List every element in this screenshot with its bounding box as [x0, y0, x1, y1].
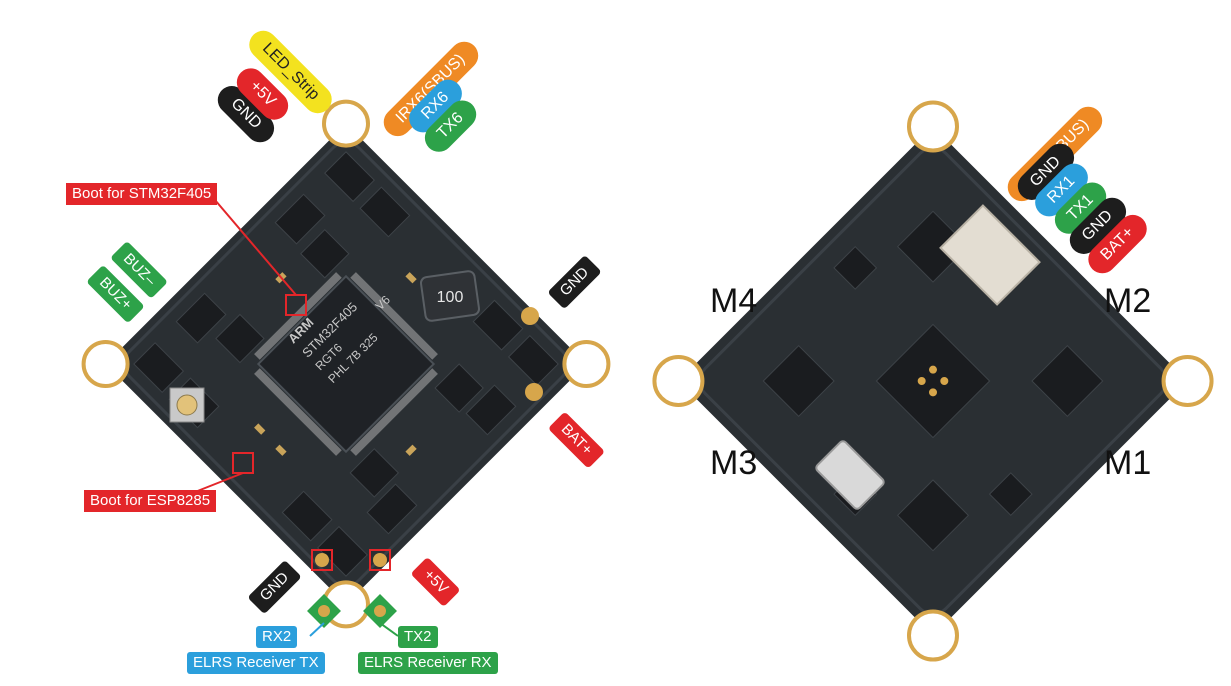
elrs-receiver-tx-label: ELRS Receiver TX — [187, 652, 325, 674]
tx2-label: TX2 — [398, 626, 438, 648]
elrs-receiver-rx-label: ELRS Receiver RX — [358, 652, 498, 674]
boot-esp8285-label: Boot for ESP8285 — [84, 490, 217, 512]
inductor-marking: 100 — [437, 289, 464, 306]
flight-controller-board: 100 ARM STM32F405 RGT6 V6 PHL 7B 325 — [81, 99, 611, 637]
motor-label-m2: M2 — [1104, 282, 1152, 320]
motor-label-m1: M1 — [1104, 444, 1152, 482]
inductor: 100 — [419, 270, 481, 322]
antenna-connector — [169, 387, 205, 423]
boot-stm32-label: Boot for STM32F405 — [66, 183, 218, 205]
motor-label-m4: M4 — [710, 282, 758, 320]
rx2-label: RX2 — [256, 626, 298, 648]
wire-connector — [939, 204, 1041, 306]
motor-label-m3: M3 — [710, 444, 758, 482]
usb-port — [815, 440, 885, 510]
esc-board — [652, 100, 1214, 662]
